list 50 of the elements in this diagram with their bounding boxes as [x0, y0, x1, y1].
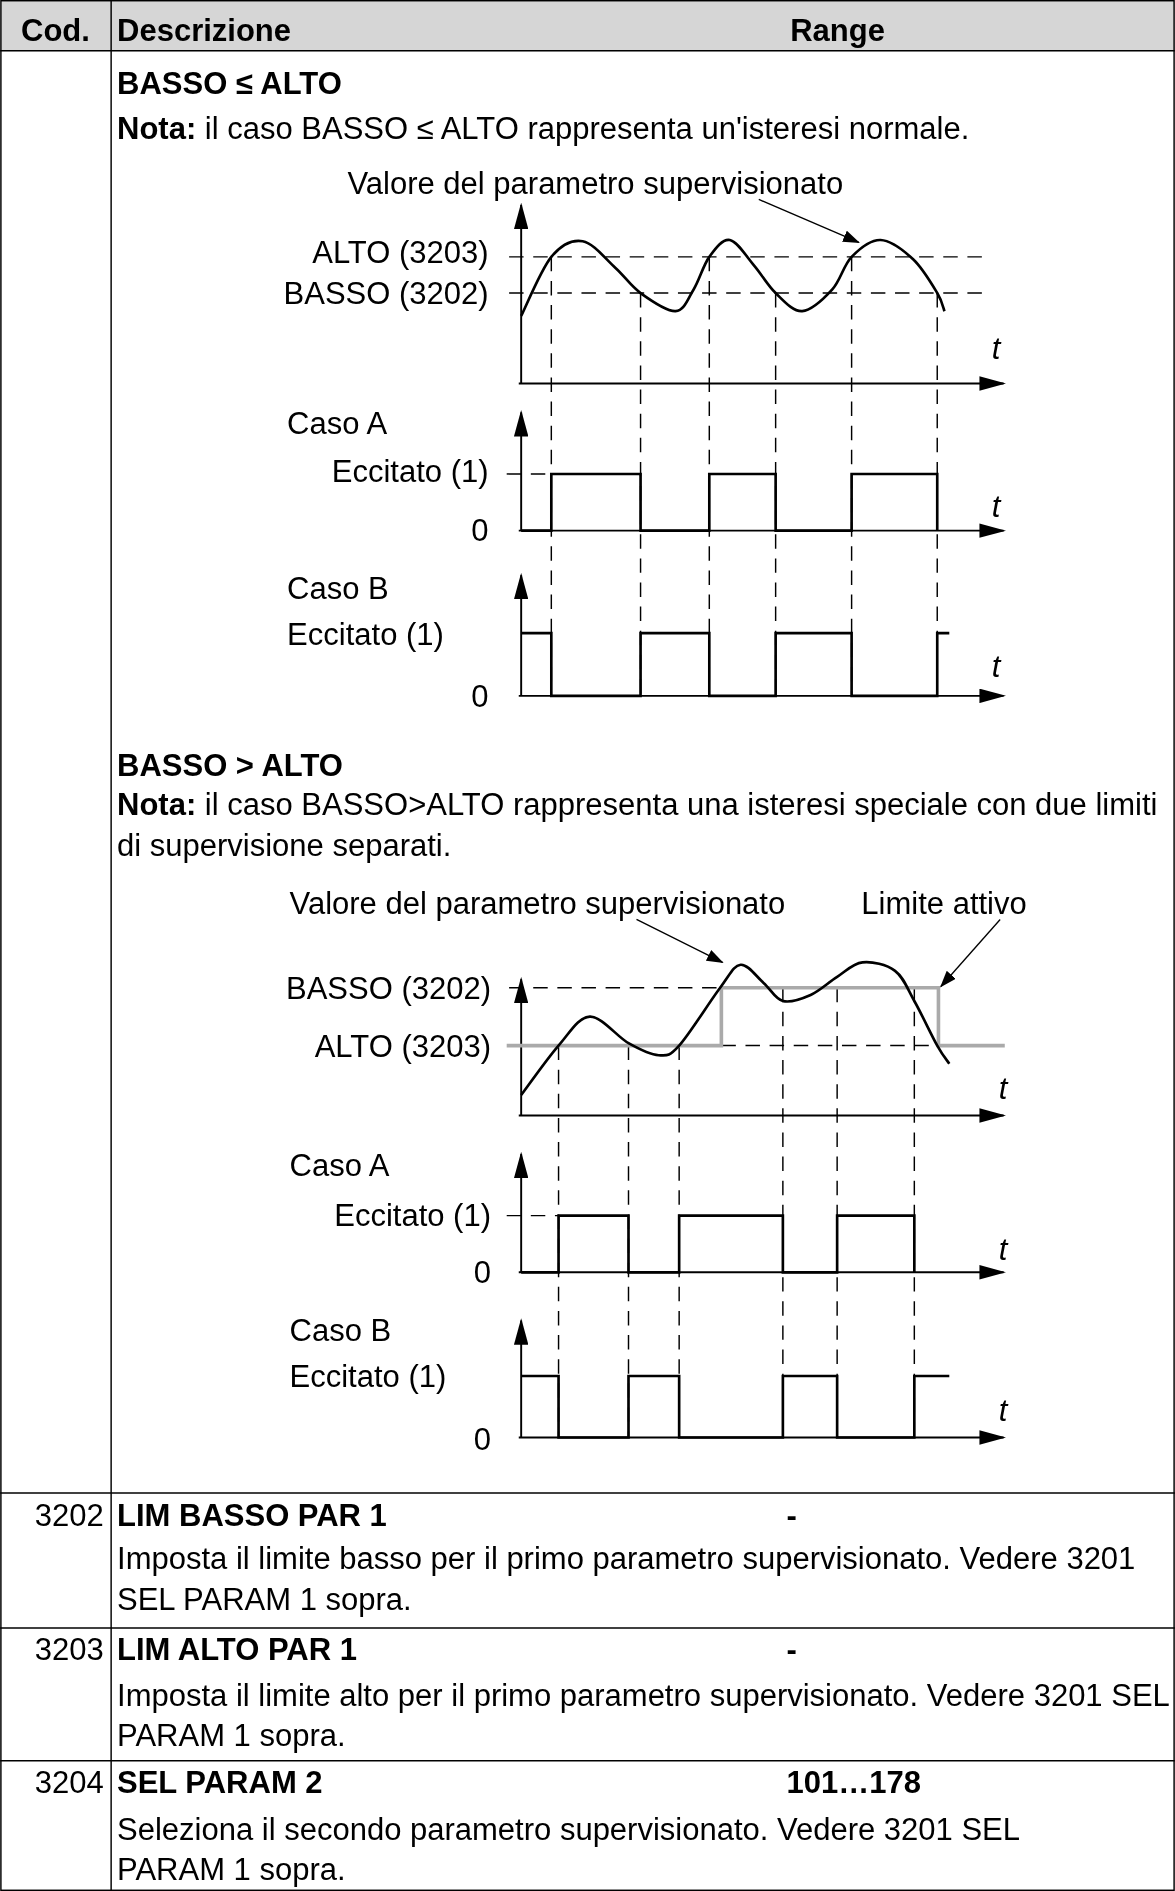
section-heading: BASSO ≤ ALTO	[117, 64, 342, 103]
leader-line	[635, 918, 724, 964]
leader-line	[940, 918, 1001, 988]
axis-label: Eccitato (1)	[334, 1196, 491, 1235]
axis-label: 0	[471, 512, 489, 551]
parameter-name: LIM BASSO PAR 1	[117, 1496, 387, 1535]
axis-label: 0	[471, 677, 489, 716]
axis-label: 0	[473, 1420, 491, 1459]
range-value: -	[786, 1496, 797, 1535]
section-heading: BASSO > ALTO	[117, 746, 343, 785]
axis-label: Caso B	[287, 570, 389, 609]
parameter-description: Seleziona il secondo parametro supervisionato. Vedere 3201 SEL PARAM 1 sopra.	[117, 1810, 1020, 1889]
axis-label: t	[991, 488, 1001, 527]
axis-label: ALTO (3203)	[314, 1027, 491, 1066]
parameter-code: 3204	[34, 1763, 104, 1802]
axis-label: BASSO (3202)	[285, 969, 491, 1008]
axis-label: Eccitato (1)	[289, 1358, 447, 1397]
axis-label: t	[991, 330, 1001, 369]
leader-line	[758, 198, 860, 244]
signal-curve	[519, 238, 946, 317]
axis-label: ALTO (3203)	[312, 233, 489, 272]
parameter-name: SEL PARAM 2	[117, 1763, 323, 1802]
axis-label: Eccitato (1)	[287, 616, 444, 655]
parameter-code: 3203	[34, 1630, 104, 1669]
parameter-description: Imposta il limite alto per il primo parametro supervisionato. Vedere 3201 SEL PARAM 1 sopra.	[117, 1676, 1170, 1755]
parameter-description: Imposta il limite basso per il primo parametro supervisionato. Vedere 3201 SEL PARAM 1 sopra.	[117, 1540, 1137, 1619]
note-text: Nota: il caso BASSO>ALTO rappresenta una isteresi speciale con due limiti di supervisione separati.	[117, 786, 1159, 865]
axis-label: BASSO (3202)	[283, 274, 489, 313]
range-value: -	[786, 1630, 797, 1669]
axis-label: t	[998, 1069, 1008, 1108]
axis-label: 0	[473, 1254, 491, 1293]
callout-label: Valore del parametro supervisionato	[289, 884, 786, 925]
column-header: Range	[790, 11, 885, 50]
callout-label: Valore del parametro supervisionato	[347, 164, 844, 205]
column-header: Descrizione	[117, 11, 292, 50]
signal-curve	[520, 960, 951, 1096]
parameter-code: 3202	[34, 1496, 104, 1535]
note-text: Nota: il caso BASSO ≤ ALTO rappresenta un'isteresi normale.	[117, 109, 970, 148]
callout-label: Limite attivo	[861, 884, 1027, 925]
axis-label: Eccitato (1)	[331, 453, 489, 492]
range-value: 101…178	[786, 1763, 921, 1802]
axis-label: Caso B	[289, 1312, 392, 1351]
column-header: Cod.	[21, 11, 90, 50]
axis-label: Caso A	[287, 405, 388, 444]
parameter-name: LIM ALTO PAR 1	[117, 1630, 357, 1669]
limit-line	[506, 985, 1005, 1048]
axis-label: t	[998, 1231, 1008, 1270]
axis-label: t	[998, 1391, 1008, 1430]
axis-label: t	[991, 647, 1001, 686]
axis-label: Caso A	[289, 1147, 390, 1186]
